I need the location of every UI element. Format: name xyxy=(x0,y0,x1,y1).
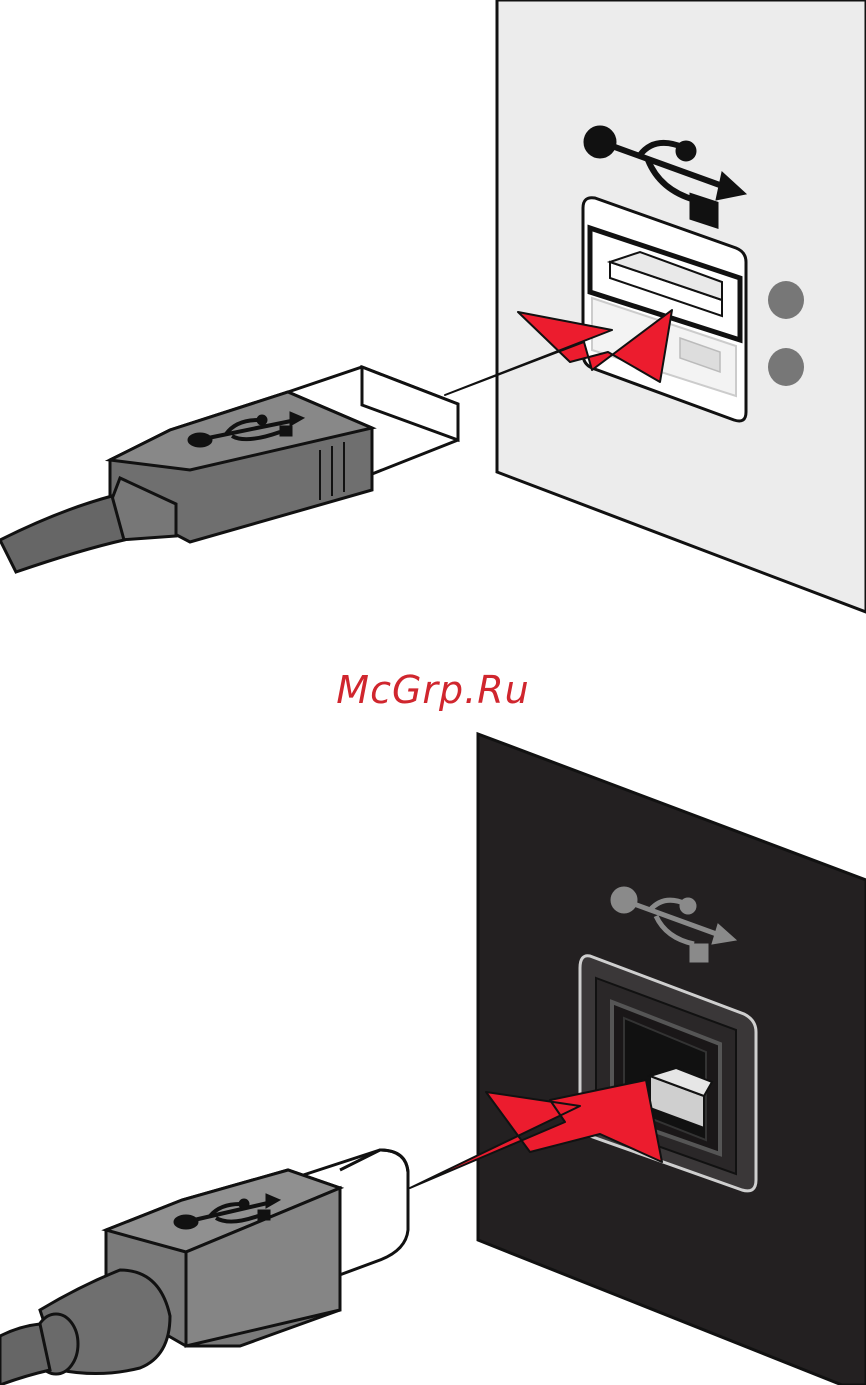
indicator-light-upper xyxy=(768,281,804,319)
usb-b-plug xyxy=(0,1150,408,1385)
usb-a-illustration xyxy=(0,0,866,640)
indicator-light-lower xyxy=(768,348,804,386)
usb-a-scene-svg xyxy=(0,0,866,640)
usb-b-cable xyxy=(0,1324,50,1385)
watermark-text: McGrp.Ru xyxy=(0,668,866,712)
usb-a-plug xyxy=(0,367,458,572)
usb-b-scene-svg xyxy=(0,730,866,1385)
usb-a-cable xyxy=(0,496,124,572)
usb-b-illustration xyxy=(0,730,866,1385)
